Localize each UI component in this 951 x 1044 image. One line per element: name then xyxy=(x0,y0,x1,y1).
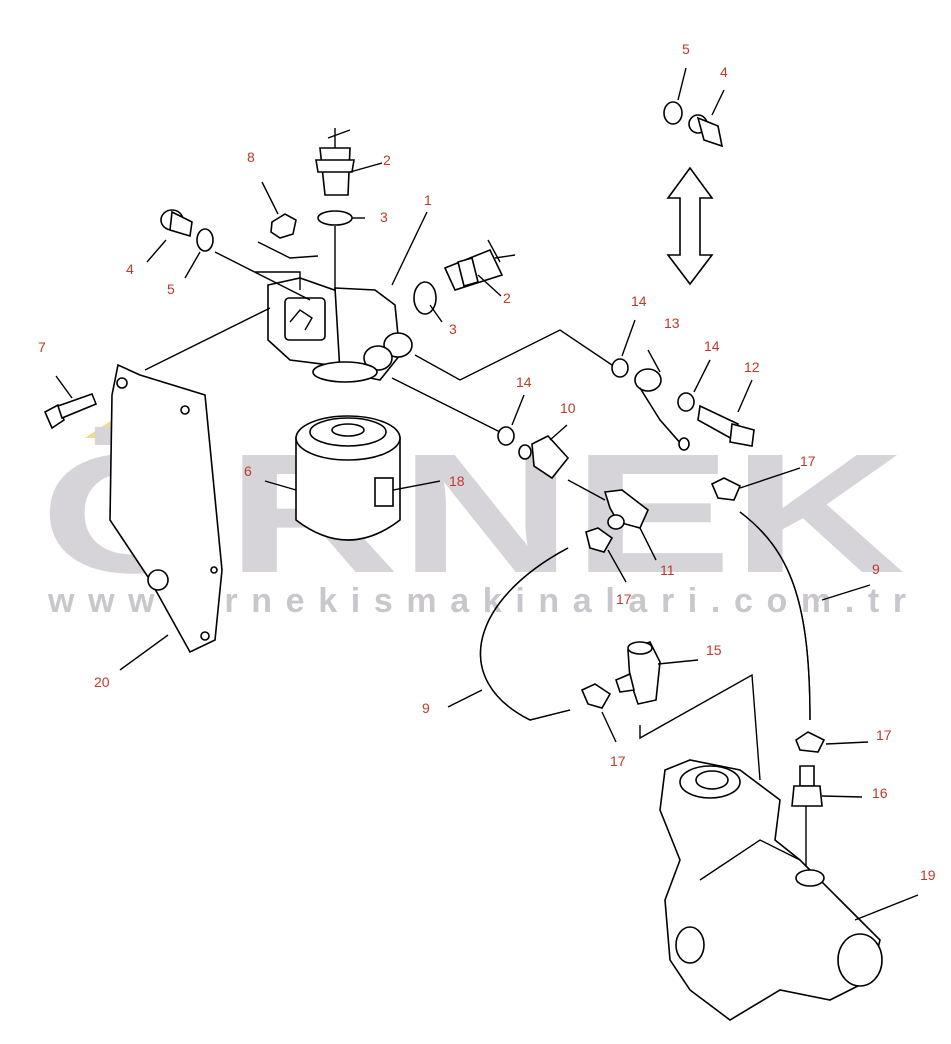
callout-10: 10 xyxy=(560,400,576,416)
callout-2a: 2 xyxy=(383,152,391,168)
callout-5a: 5 xyxy=(167,281,175,297)
callout-14b: 14 xyxy=(631,293,647,309)
callout-17a: 17 xyxy=(800,453,816,469)
clamp-17d xyxy=(795,731,826,753)
leader-lines xyxy=(55,67,919,921)
callout-1: 1 xyxy=(424,192,432,208)
fitting-16 xyxy=(791,765,823,880)
callout-19: 19 xyxy=(920,867,936,883)
callout-17b: 17 xyxy=(616,591,632,607)
clamp-17c xyxy=(580,683,612,709)
callout-13: 13 xyxy=(664,315,680,331)
callouts: 1 2 2 3 3 4 4 5 5 6 7 8 9 9 10 11 12 13 … xyxy=(38,41,936,883)
hose-left-inner xyxy=(479,547,571,721)
callout-4b: 4 xyxy=(720,64,728,80)
callout-14a: 14 xyxy=(516,374,532,390)
callout-9a: 9 xyxy=(422,700,430,716)
banjo-bolt-12 xyxy=(697,404,755,447)
callout-20: 20 xyxy=(94,674,110,690)
callout-15: 15 xyxy=(706,642,722,658)
plug-top-right xyxy=(688,114,724,148)
sensor-right xyxy=(443,239,516,291)
filter-cartridge xyxy=(295,415,401,541)
washer-top-right xyxy=(663,101,683,125)
callout-8: 8 xyxy=(247,149,255,165)
banjo-pipe-13 xyxy=(634,368,690,451)
callout-2b: 2 xyxy=(503,290,511,306)
o-ring-top xyxy=(317,210,353,226)
callout-12: 12 xyxy=(744,359,760,375)
double-arrow xyxy=(666,166,714,286)
callout-3b: 3 xyxy=(449,321,457,337)
washer-14c xyxy=(677,392,695,412)
sensor-top xyxy=(315,128,355,196)
callout-4a: 4 xyxy=(126,261,134,277)
washer-14b xyxy=(611,358,629,378)
filter-head xyxy=(267,277,413,383)
callout-7: 7 xyxy=(38,339,46,355)
callout-14c: 14 xyxy=(704,338,720,354)
clamp-17b xyxy=(585,527,614,553)
bolt-7 xyxy=(43,392,98,430)
clamp-17a xyxy=(710,477,742,501)
callout-18: 18 xyxy=(449,473,465,489)
plug-left xyxy=(160,209,193,238)
callout-16: 16 xyxy=(872,785,888,801)
callout-3a: 3 xyxy=(380,209,388,225)
washer-14a xyxy=(497,426,515,446)
tee-union-15 xyxy=(615,641,661,705)
callout-17d: 17 xyxy=(876,727,892,743)
pump-housing-19 xyxy=(659,759,883,1021)
nut-8 xyxy=(270,213,297,239)
connector-10 xyxy=(518,435,570,480)
callout-6: 6 xyxy=(244,463,252,479)
callout-9b: 9 xyxy=(872,561,880,577)
washer-left xyxy=(196,228,214,252)
bracket-plate xyxy=(109,363,223,654)
hose-right-inner xyxy=(739,511,811,721)
callout-5b: 5 xyxy=(682,41,690,57)
callout-11: 11 xyxy=(660,562,675,578)
callout-17c: 17 xyxy=(610,753,626,769)
